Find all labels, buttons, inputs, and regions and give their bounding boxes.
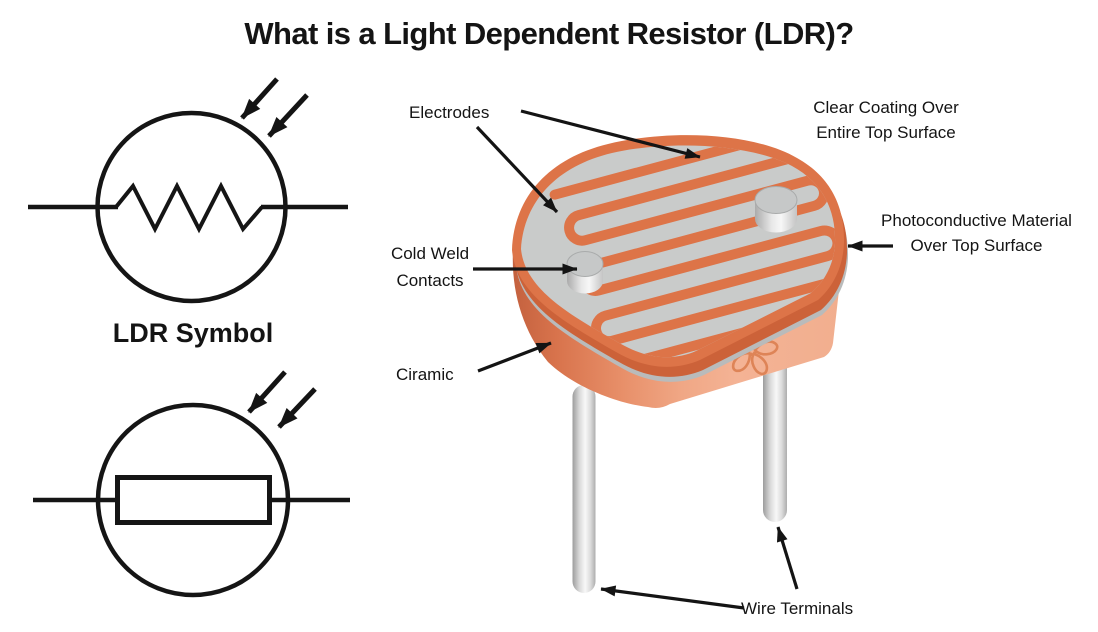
ldr-symbol-zigzag [28,77,348,304]
ldr-component [512,135,849,593]
label-arrows [473,109,893,610]
photoconductive-label: Photoconductive Material Over Top Surfac… [855,208,1098,258]
ldr-symbol-caption: LDR Symbol [112,318,274,348]
photoconductive-line1: Photoconductive Material [881,211,1072,230]
page-title: What is a Light Dependent Resistor (LDR)… [244,16,854,51]
cold-weld-line2: Contacts [396,271,464,290]
electrodes-label: Electrodes [409,103,490,122]
symbol-circle [95,110,288,304]
wire-terminal-right [763,355,787,522]
photoconductive-trace [549,145,836,358]
clear-coating-line1: Clear Coating Over [813,98,959,117]
ldr-symbol-box [33,370,350,598]
cold-weld-line1: Cold Weld [390,244,470,263]
wire-terminals-arrow-right [776,526,799,590]
ceramic-arrow [477,341,552,373]
photoconductive-line2: Over Top Surface [910,236,1043,255]
wire-terminals-arrow-left [600,585,745,610]
wire-terminals-label: Wire Terminals [741,599,854,618]
electrodes-arrow-right [520,109,701,159]
wire-terminal-left [572,385,596,593]
cold-weld-contact-left [566,251,604,294]
light-arrows-icon [247,370,317,429]
light-arrows-icon [240,77,309,138]
clear-coating-line2: Entire Top Surface [816,123,956,142]
cold-weld-label: Cold Weld Contacts [382,240,478,294]
zigzag-resistor [114,181,264,234]
electrodes-arrow-left [475,125,559,214]
clear-coating-label: Clear Coating Over Entire Top Surface [786,95,986,145]
box-resistor [115,475,272,525]
ceramic-label: Ciramic [396,365,454,384]
cold-weld-contact-right [754,186,798,233]
